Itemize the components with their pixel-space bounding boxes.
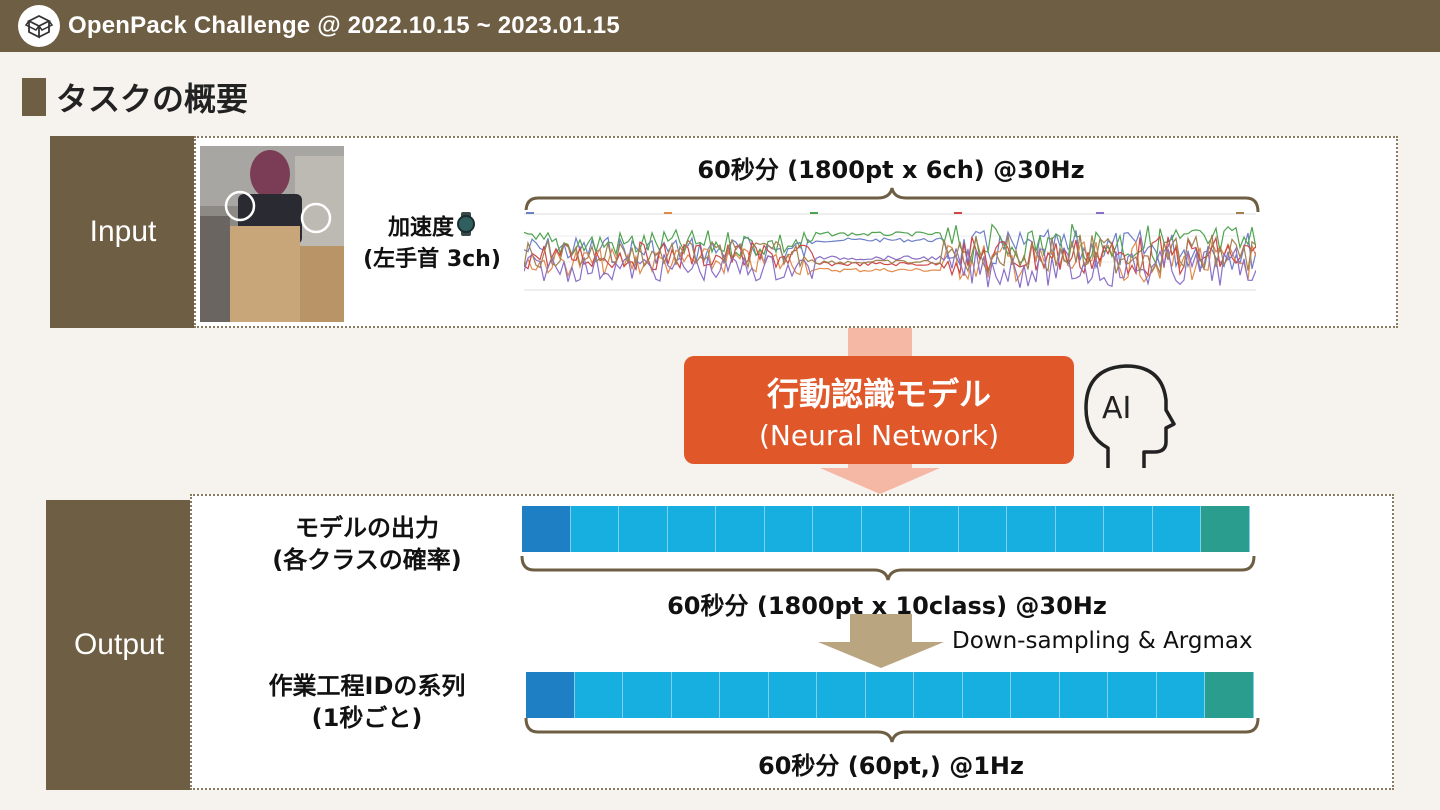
prob-label: モデルの出力 (各クラスの確率) [222,512,512,577]
bar-segment [522,506,571,552]
output-label: Output [46,500,192,790]
input-label-text: Input [89,215,157,248]
legend-ticks [526,212,1244,214]
bar-segment [1108,672,1157,718]
input-label: Input [50,136,196,328]
bar-segment [764,506,814,552]
prob-line1: モデルの出力 [295,514,439,542]
signal-trace [523,235,1257,277]
sensor-label: 加速度 (左手首 3ch) [346,212,518,274]
bar-segment [667,506,717,552]
seq-line2: (1秒ごと) [311,704,423,733]
model-subtitle: (Neural Network) [758,418,1000,452]
downsample-arrow [818,614,944,668]
bar-segment [958,506,1008,552]
bar-segment [619,506,668,552]
bar-segment [813,506,862,552]
bar-segment [865,672,915,718]
seq-line1: 作業工程IDの系列 [268,672,466,700]
prob-line2: (各クラスの確率) [272,546,462,575]
signal-trace [523,246,1257,288]
bar-segment [1156,672,1206,718]
bar-segment [1152,506,1202,552]
signal-trace [523,228,1257,270]
sensor-line1: 加速度 [387,215,454,241]
header-title: OpenPack Challenge @ 2022.10.15 ~ 2023.0… [68,12,620,39]
sequence-bar [526,672,1254,718]
bar-segment [861,506,911,552]
bar-segment [817,672,866,718]
section-marker [22,78,46,116]
input-bracket [524,187,1260,213]
title-bar: OpenPack Challenge @ 2022.10.15 ~ 2023.0… [0,0,1440,52]
bar-segment [1104,506,1153,552]
ai-icon-text: AI [1102,391,1131,426]
bar-segment [1059,672,1109,718]
bar-segment [1055,506,1105,552]
bar-segment [716,506,765,552]
bar-segment [720,672,769,718]
bar-segment [1201,506,1250,552]
seq-bracket [524,717,1260,743]
bar-segment [526,672,575,718]
bar-segment [768,672,818,718]
model-title: 行動認識モデル [766,374,991,413]
ai-head-icon: AI [1080,360,1176,477]
signal-trace [523,234,1257,276]
output-label-text: Output [73,628,165,661]
bar-segment [914,672,963,718]
signal-trace [523,223,1257,266]
seq-label: 作業工程IDの系列 (1秒ごと) [222,670,512,735]
probability-bar [522,506,1250,552]
input-window-caption: 60秒分 (1800pt x 6ch) @30Hz [697,156,1085,184]
bar-segment [1007,506,1056,552]
downsample-label: Down-sampling & Argmax [952,628,1253,654]
bar-segment [1205,672,1254,718]
bar-segment [671,672,721,718]
model-box: 行動認識モデル (Neural Network) [684,356,1074,464]
watch-icon [456,212,476,245]
bar-segment [1011,672,1060,718]
bar-segment [623,672,672,718]
sensor-line2: (左手首 3ch) [363,246,501,272]
bar-segment [570,506,620,552]
bar-segment [910,506,959,552]
worker-photo [200,146,344,322]
bar-segment [962,672,1012,718]
box-logo-icon [18,5,60,47]
section-title: タスクの概要 [56,80,249,118]
prob-bracket [520,555,1256,581]
accelerometer-plot [523,210,1257,292]
bar-segment [574,672,624,718]
seq-caption: 60秒分 (60pt,) @1Hz [758,752,1024,780]
